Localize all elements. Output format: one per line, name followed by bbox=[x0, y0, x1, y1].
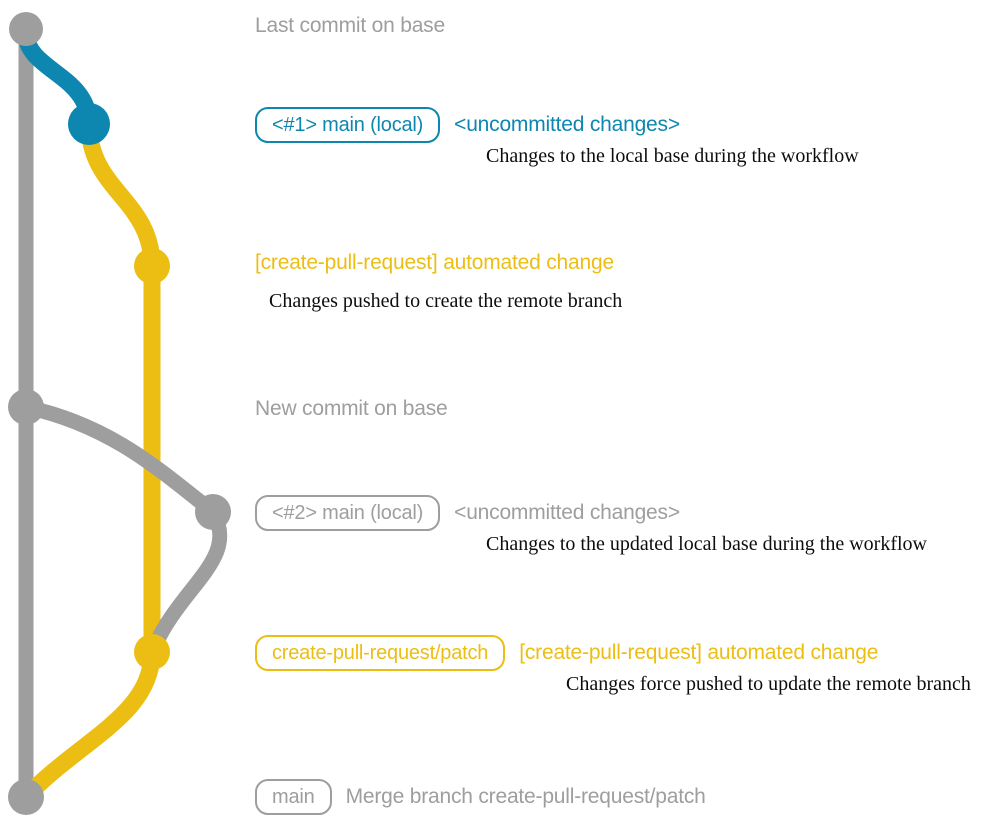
commit-message-local-2: <uncommitted changes> bbox=[454, 501, 680, 524]
commit-message-merge: Merge branch create-pull-request/patch bbox=[345, 785, 706, 808]
branch-label-merge[interactable]: main bbox=[255, 779, 332, 815]
commit-subtitle-local-1: Changes to the local base during the wor… bbox=[486, 145, 859, 167]
branch-label-remote-update[interactable]: create-pull-request/patch bbox=[255, 635, 506, 671]
commit-subtitle-remote-update: Changes force pushed to update the remot… bbox=[566, 673, 971, 695]
commit-node-base-last[interactable] bbox=[9, 12, 43, 46]
commit-node-local-1[interactable] bbox=[68, 103, 110, 145]
commit-node-remote-update[interactable] bbox=[134, 634, 170, 670]
merge-line bbox=[17, 643, 161, 806]
commit-message-last-commit-on-base: Last commit on base bbox=[255, 14, 445, 37]
commit-node-base-new[interactable] bbox=[8, 389, 44, 425]
commit-message-new-commit-on-base: New commit on base bbox=[255, 397, 448, 420]
commit-node-merge[interactable] bbox=[8, 779, 44, 815]
commit-subtitle-remote-create: Changes pushed to create the remote bran… bbox=[269, 290, 623, 312]
commit-message-remote-update: [create-pull-request] automated change bbox=[519, 641, 879, 664]
remote-branch-line bbox=[80, 115, 161, 661]
commit-message-local-1: <uncommitted changes> bbox=[454, 113, 680, 136]
row-local-1: <#1> main (local) <uncommitted changes> bbox=[255, 107, 680, 143]
branch-label-local-2[interactable]: <#2> main (local) bbox=[255, 495, 441, 531]
commit-node-remote-create[interactable] bbox=[134, 248, 170, 284]
updated-local-branch-line bbox=[18, 399, 228, 660]
commit-subtitle-local-2: Changes to the updated local base during… bbox=[486, 533, 927, 555]
row-local-2: <#2> main (local) <uncommitted changes> bbox=[255, 495, 680, 531]
commit-node-local-2[interactable] bbox=[195, 494, 231, 530]
row-merge: main Merge branch create-pull-request/pa… bbox=[255, 779, 706, 815]
row-remote-update: create-pull-request/patch [create-pull-r… bbox=[255, 635, 878, 671]
branch-label-local-1[interactable]: <#1> main (local) bbox=[255, 107, 441, 143]
row-remote-create: [create-pull-request] automated change bbox=[255, 251, 614, 275]
commit-message-remote-create: [create-pull-request] automated change bbox=[255, 251, 614, 274]
